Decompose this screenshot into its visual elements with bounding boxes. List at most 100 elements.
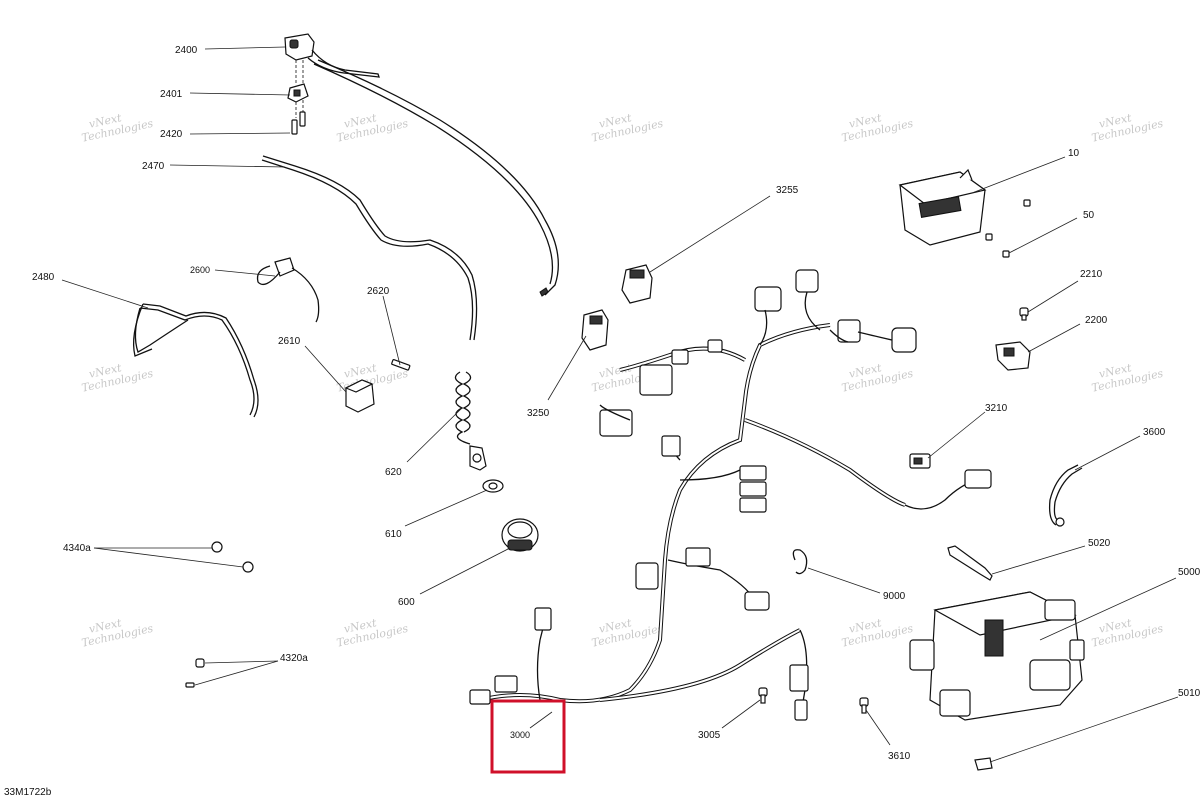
leader-3000 [529,711,553,729]
part-2610-boot[interactable] [344,379,375,413]
label-9000[interactable]: 9000 [883,591,906,602]
leader-2600 [214,269,276,277]
part-2210-screw[interactable] [1019,307,1029,321]
diagram-code: 33M1722b [4,787,52,798]
watermark: vNext Technologies [335,111,409,145]
part-2401-clamp[interactable] [287,60,309,103]
label-600[interactable]: 600 [398,597,415,608]
leader-5020 [991,545,1086,575]
part-2400-switch[interactable] [284,33,559,297]
label-4320a[interactable]: 4320a [280,653,308,664]
leader-2480 [61,279,149,309]
part-5000-ecu[interactable] [909,591,1085,721]
label-610[interactable]: 610 [385,529,402,540]
label-3255[interactable]: 3255 [776,185,799,196]
part-3000-main-harness[interactable] [469,269,992,721]
label-3005[interactable]: 3005 [698,730,721,741]
label-2401[interactable]: 2401 [160,89,183,100]
part-3005-bolt[interactable] [758,687,768,704]
part-4340a-plugs[interactable] [211,541,254,573]
leader-4340a-2 [93,547,244,568]
part-5020-bracket[interactable] [947,545,993,581]
part-2470-cable[interactable] [261,155,478,341]
label-620[interactable]: 620 [385,467,402,478]
part-2420-screws[interactable] [291,100,306,135]
label-2200[interactable]: 2200 [1085,315,1108,326]
label-5000[interactable]: 5000 [1178,567,1200,578]
leader-2400 [204,46,286,50]
label-3250[interactable]: 3250 [527,408,550,419]
watermark: vNext Technologies [1090,111,1164,145]
label-2620[interactable]: 2620 [367,286,390,297]
watermark: vNext Technologies [840,361,914,395]
leader-610 [404,489,488,527]
leader-5010 [989,696,1179,763]
watermark: vNext Technologies [80,616,154,650]
part-10-fuse-box[interactable] [898,168,987,246]
watermarks: vNext Technologies vNext Technologies vN… [80,111,1164,650]
watermark: vNext Technologies [590,111,664,145]
leader-3005 [721,699,761,729]
label-50[interactable]: 50 [1083,210,1095,221]
leader-3600 [1074,435,1141,471]
label-3610[interactable]: 3610 [888,751,911,762]
leader-3210 [927,411,986,459]
watermark: vNext Technologies [1090,616,1164,650]
leader-620 [406,407,463,463]
label-10[interactable]: 10 [1068,148,1080,159]
label-5010[interactable]: 5010 [1178,688,1200,699]
label-4340a[interactable]: 4340a [63,543,91,554]
part-610-nut[interactable] [482,479,504,493]
part-4320a-screws[interactable] [185,658,205,688]
part-620-lanyard[interactable] [454,371,487,471]
part-3250-connector[interactable] [581,309,609,351]
part-50-screws[interactable] [985,199,1031,258]
label-3210[interactable]: 3210 [985,403,1008,414]
label-5020[interactable]: 5020 [1088,538,1111,549]
part-3610-bolt[interactable] [859,697,869,714]
watermark: vNext Technologies [840,616,914,650]
label-2470[interactable]: 2470 [142,161,165,172]
label-2600[interactable]: 2600 [190,265,210,275]
part-2480-cable-loop[interactable] [132,303,259,418]
leader-5000 [1039,577,1177,641]
part-2620-pin[interactable] [391,359,411,371]
part-2600-sensor[interactable] [256,257,320,323]
highlight-box-3000 [490,699,566,774]
part-3600-cable[interactable] [1048,464,1083,527]
label-2400[interactable]: 2400 [175,45,198,56]
part-5010-clip[interactable] [974,757,993,771]
leader-2470 [169,164,286,168]
label-2480[interactable]: 2480 [32,272,55,283]
leader-3250 [547,335,587,401]
label-3600[interactable]: 3600 [1143,427,1166,438]
part-600-ignition-switch[interactable] [501,518,539,552]
leader-2200 [1027,323,1081,353]
watermark: vNext Technologies [1090,361,1164,395]
label-2210[interactable]: 2210 [1080,269,1103,280]
leader-3610 [865,709,891,746]
part-3210-connector[interactable] [909,453,931,469]
leader-4320a-2 [194,660,279,686]
part-9000-clip[interactable] [792,549,808,575]
leader-600 [419,547,511,595]
leader-2210 [1027,280,1079,313]
leader-2610 [304,345,347,393]
watermark: vNext Technologies [80,361,154,395]
leader-10 [971,156,1066,194]
watermark: vNext Technologies [80,111,154,145]
label-2610[interactable]: 2610 [278,336,301,347]
watermark: vNext Technologies [335,616,409,650]
part-2200-sensor[interactable] [995,341,1031,371]
leader-3255 [649,195,771,273]
leader-50 [1008,217,1078,254]
label-2420[interactable]: 2420 [160,129,183,140]
leader-2420 [189,132,291,135]
watermark: vNext Technologies [840,111,914,145]
part-3255-connector[interactable] [621,264,653,304]
label-3000[interactable]: 3000 [510,730,530,740]
watermark: vNext Technologies [590,616,664,650]
leader-2401 [189,92,291,96]
leader-4320a-1 [204,660,279,664]
